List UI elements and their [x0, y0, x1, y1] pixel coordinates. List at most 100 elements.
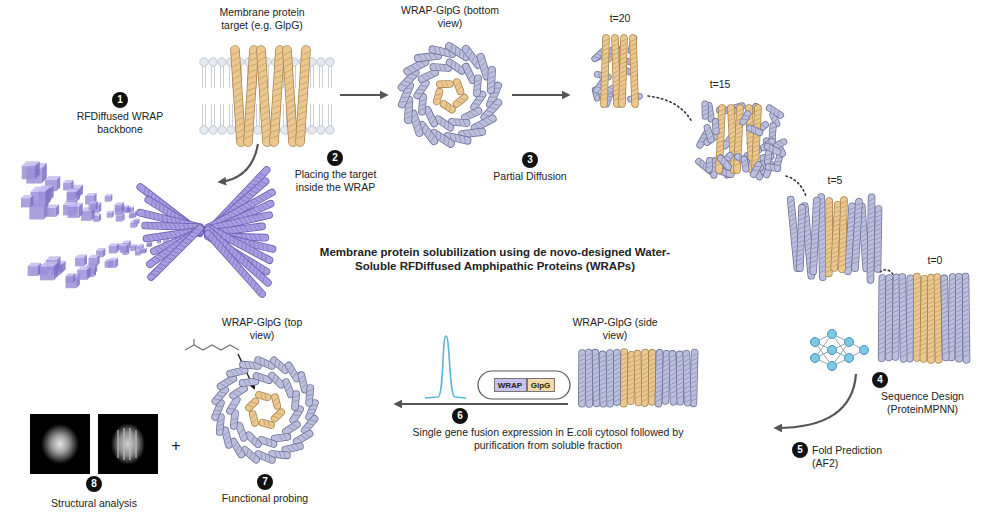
- alpha-helix: [304, 419, 316, 430]
- noise-cube-side: [45, 187, 50, 207]
- network-node: [845, 338, 854, 347]
- lipid-head: [227, 126, 235, 134]
- helix-stripe: [607, 354, 612, 402]
- noise-cube-side: [30, 195, 33, 207]
- helix-stripe: [963, 278, 969, 357]
- helix-body: [579, 353, 585, 404]
- caption-text: Placing the target inside the WRAP: [283, 168, 388, 193]
- alpha-helix: [307, 388, 313, 403]
- alpha-helix: [942, 278, 949, 357]
- alpha-helix: [663, 354, 669, 401]
- helix-stripe: [451, 61, 459, 72]
- helix-stripe: [635, 355, 641, 398]
- alpha-helix: [248, 401, 257, 407]
- helix-stripe: [770, 165, 776, 171]
- alpha-helix: [462, 130, 482, 137]
- noise-cube: [40, 267, 54, 281]
- noise-cube-side: [151, 242, 152, 247]
- alpha-helix: [230, 369, 245, 376]
- alpha-helix: [612, 38, 619, 104]
- caption-text: t=5: [815, 174, 855, 187]
- alpha-helix: [412, 114, 421, 133]
- noise-cube-side: [112, 211, 114, 218]
- helix-stripe: [811, 202, 820, 267]
- alpha-helix: [438, 118, 450, 129]
- helix-stripe: [713, 122, 718, 129]
- helix-outline: [578, 353, 586, 404]
- helix-body: [720, 158, 728, 167]
- helix-stripe: [770, 127, 776, 137]
- noise-cube-side: [63, 261, 66, 272]
- helix-stripe: [649, 354, 655, 397]
- alpha-helix: [272, 375, 281, 385]
- noise-cube-side: [77, 189, 81, 203]
- helix-body: [628, 355, 635, 401]
- helix-stripe: [619, 39, 626, 100]
- caption-text: Single gene fusion expression in E.coli …: [398, 426, 698, 451]
- noise-cube: [109, 246, 117, 254]
- helix-stripe: [600, 355, 606, 403]
- helix-outline: [878, 278, 886, 358]
- helix-stripe: [436, 131, 449, 145]
- noise-cube: [141, 250, 145, 254]
- noise-cube: [67, 192, 77, 202]
- callout-number: 2: [327, 150, 343, 166]
- helix-body: [886, 278, 892, 357]
- alpha-helix: [258, 50, 271, 142]
- helix-stripe: [287, 445, 300, 452]
- alpha-helix: [769, 107, 780, 117]
- helix-stripe: [297, 433, 310, 441]
- helix-stripe: [233, 390, 242, 396]
- helix-stripe: [621, 353, 627, 401]
- alpha-helix: [935, 277, 942, 360]
- helix-body: [635, 354, 642, 403]
- alpha-helix: [416, 83, 427, 95]
- alpha-helix: [907, 278, 913, 358]
- noise-cube-side: [140, 249, 142, 255]
- helix-stripe: [742, 116, 750, 120]
- noise-cube-side: [79, 203, 83, 218]
- noise-cube: [134, 220, 138, 224]
- alpha-helix: [886, 278, 892, 357]
- helix-outline: [885, 278, 893, 357]
- helix-body: [848, 206, 852, 271]
- alpha-helix: [713, 122, 718, 132]
- alpha-helix: [921, 279, 928, 359]
- helix-stripe: [752, 126, 756, 133]
- helix-stripe: [879, 279, 885, 354]
- helix-outline: [743, 114, 748, 122]
- callout-number: 5: [792, 442, 808, 458]
- class-average: [98, 414, 158, 474]
- helix-stripe: [231, 369, 244, 376]
- helix-outline: [720, 158, 728, 167]
- alpha-helix: [893, 277, 900, 357]
- flow-arrow: [512, 94, 568, 96]
- helix-stripe: [663, 355, 669, 398]
- noise-cube-side: [110, 194, 112, 202]
- alpha-helix: [928, 278, 934, 360]
- alpha-helix: [707, 161, 712, 170]
- helix-stripe: [209, 228, 264, 282]
- noise-cube-side: [54, 262, 59, 281]
- alpha-helix: [586, 353, 592, 404]
- helix-stripe: [875, 210, 881, 267]
- alpha-helix: [273, 412, 282, 418]
- alpha-helix: [753, 165, 760, 175]
- helix-body: [234, 442, 242, 455]
- alpha-helix: [285, 382, 291, 394]
- alpha-helix: [243, 362, 258, 368]
- caption-text: Functional probing: [215, 492, 315, 505]
- helix-outline: [440, 80, 450, 88]
- helix-body: [767, 146, 777, 151]
- network-node: [845, 354, 854, 363]
- alpha-helix: [422, 124, 434, 141]
- helix-stripe: [921, 280, 928, 355]
- alpha-helix: [232, 50, 245, 142]
- helix-body: [702, 104, 708, 116]
- alpha-helix: [699, 160, 711, 171]
- helix-outline: [234, 442, 242, 455]
- alpha-helix: [208, 228, 268, 282]
- helix-stripe: [677, 355, 683, 398]
- helix-stripe: [446, 103, 451, 112]
- alpha-helix: [234, 442, 242, 455]
